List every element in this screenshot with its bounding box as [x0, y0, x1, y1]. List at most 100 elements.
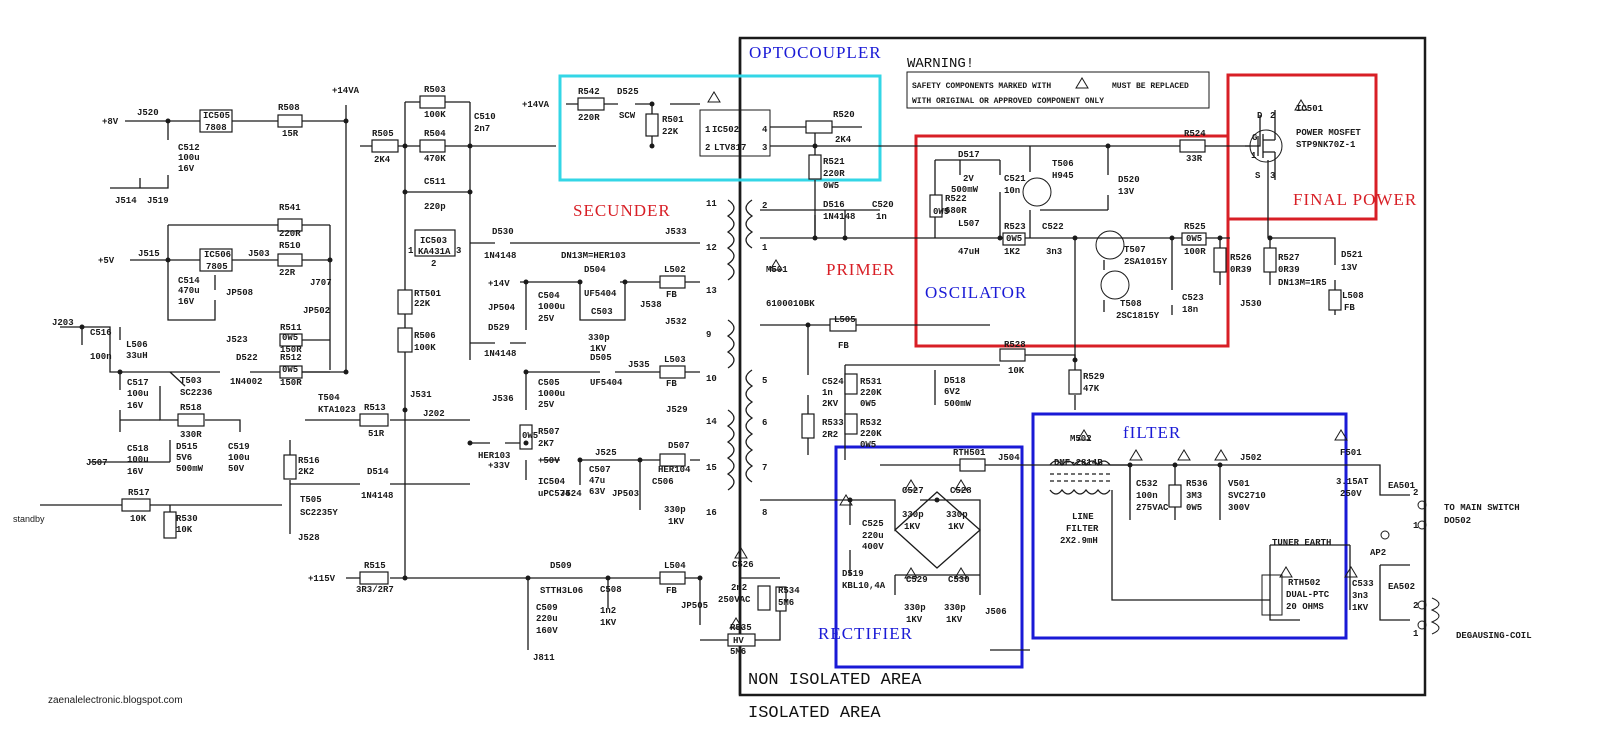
component-label-c510v: 2n7 [474, 124, 490, 134]
component-label-r507a: 0W5 [522, 431, 538, 441]
component-label-l503v: FB [666, 379, 677, 389]
component-label-d525v: SCW [619, 111, 636, 121]
warning-line1b: MUST BE REPLACED [1112, 82, 1189, 91]
component-label-ea502: EA502 [1388, 582, 1415, 592]
component-label-c519v1: 100u [228, 453, 250, 463]
component-label-w1: 1 [762, 243, 768, 253]
component-label-c527v2: 1KV [904, 522, 921, 532]
component-label-d522: D522 [236, 353, 258, 363]
component-label-p2b: 2 [1413, 601, 1418, 611]
component-label-t507: T507 [1124, 245, 1146, 255]
component-label-l507v: 47uH [958, 247, 980, 257]
component-label-t504v: KTA1023 [318, 405, 356, 415]
component-label-r535v: 5M6 [730, 647, 746, 657]
component-label-r520v: 2K4 [835, 135, 852, 145]
component-label-l504: L504 [664, 561, 686, 571]
component-label-ic506: IC506 [204, 250, 231, 260]
d0502-label: DO502 [1444, 516, 1471, 526]
warning-title: WARNING! [907, 56, 974, 72]
component-label-p1b: 1 [1413, 629, 1419, 639]
component-label-r503v: 100K [424, 110, 446, 120]
component-label-ic502: IC502 [712, 125, 739, 135]
component-label-c528: C528 [950, 486, 972, 496]
component-label-r504v: 470K [424, 154, 446, 164]
component-label-c532v2: 275VAC [1136, 503, 1169, 513]
component-label-c504: C504 [538, 291, 560, 301]
component-label-w7: 7 [762, 463, 767, 473]
component-label-d518: D518 [944, 376, 966, 386]
component-label-t504: T504 [318, 393, 340, 403]
component-label-p1a: 1 [1413, 521, 1419, 531]
component-label-d515v2: 500mW [176, 464, 204, 474]
component-label-c507v2: 63V [589, 487, 606, 497]
component-label-r535: R535 [730, 623, 752, 633]
component-label-w6: 6 [762, 418, 767, 428]
component-label-d520v: 13V [1118, 187, 1135, 197]
component-label-c523v: 18n [1182, 305, 1198, 315]
rail-33v: +33V [488, 461, 510, 471]
component-label-r524v: 33R [1186, 154, 1203, 164]
component-label-d520: D520 [1118, 175, 1140, 185]
warning-line2: WITH ORIGINAL OR APPROVED COMPONENT ONLY [912, 97, 1104, 106]
component-label-hv: HV [733, 636, 744, 646]
component-label-r532v1: 220K [860, 429, 882, 439]
component-label-v501: V501 [1228, 479, 1250, 489]
component-label-l504v: FB [666, 586, 677, 596]
component-label-c503: C503 [591, 307, 613, 317]
zone-oscilator-label: OSCILATOR [925, 283, 1027, 302]
component-label-c522v: 3n3 [1046, 247, 1062, 257]
zone-primer-label: PRIMER [826, 260, 895, 279]
isolated-area-label: ISOLATED AREA [748, 704, 881, 723]
component-label-r521v: 220R [823, 169, 845, 179]
component-label-t508: T508 [1120, 299, 1142, 309]
component-label-ic501v1: POWER MOSFET [1296, 128, 1361, 138]
component-label-jp505: JP505 [681, 601, 708, 611]
component-label-l502v: FB [666, 290, 677, 300]
component-label-dn13m2: DN13M=1R5 [1278, 278, 1327, 288]
component-label-r508v: 15R [282, 129, 299, 139]
component-label-d507v: HER104 [658, 465, 691, 475]
component-label-lf3: 2X2.9mH [1060, 536, 1098, 546]
component-label-r527v: 0R39 [1278, 265, 1300, 275]
component-label-c509: C509 [536, 603, 558, 613]
component-label-c525v1: 220u [862, 531, 884, 541]
warning-line1: SAFETY COMPONENTS MARKED WITH [912, 82, 1051, 91]
component-label-ic4: 4 [762, 125, 768, 135]
component-label-c525: C525 [862, 519, 884, 529]
component-label-c508v1: 1n2 [600, 606, 616, 616]
component-label-ic501v2: STP9NK70Z-1 [1296, 140, 1356, 150]
component-label-rth502v2: 20 OHMS [1286, 602, 1324, 612]
component-label-c511: C511 [424, 177, 446, 187]
component-label-c530: C530 [948, 575, 970, 585]
component-label-r531v2: 0W5 [860, 399, 876, 409]
component-label-c524v2: 2KV [822, 399, 839, 409]
component-label-w11: 11 [706, 199, 717, 209]
component-label-c507: C507 [589, 465, 611, 475]
component-label-r512v: 150R [280, 378, 302, 388]
component-label-lf1: LINE [1072, 512, 1094, 522]
component-label-ic504v: uPC574 [538, 489, 571, 499]
wires-primary [760, 110, 1410, 651]
component-label-ic501: IC501 [1296, 104, 1324, 114]
component-label-r513v: 51R [368, 429, 385, 439]
component-label-mosg: G [1252, 133, 1257, 143]
component-label-r541: R541 [279, 203, 301, 213]
component-label-c533v2: 1KV [1352, 603, 1369, 613]
component-label-w15: 15 [706, 463, 717, 473]
component-label-m502: M502 [1070, 434, 1092, 444]
component-label-l508v: FB [1344, 303, 1355, 313]
oscilator-zone [914, 134, 1230, 348]
component-label-r506v: 100K [414, 343, 436, 353]
component-label-t505v: SC2235Y [300, 508, 338, 518]
component-label-p2a: 2 [1413, 488, 1418, 498]
component-label-lf2: FILTER [1066, 524, 1099, 534]
component-label-m501v: 6100010BK [766, 299, 815, 309]
component-label-j503: J503 [248, 249, 270, 259]
component-label-c518: C518 [127, 444, 149, 454]
component-label-t505: T505 [300, 495, 322, 505]
component-label-d518v1: 6V2 [944, 387, 960, 397]
zone-filter-label: fILTER [1123, 423, 1181, 442]
component-label-w2: 2 [762, 201, 767, 211]
component-label-j525: J525 [595, 448, 617, 458]
